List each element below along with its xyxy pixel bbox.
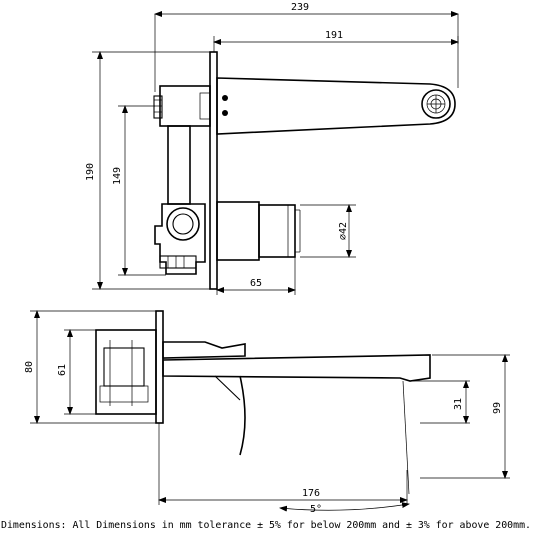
side-handle-lever	[162, 341, 246, 359]
side-view: 80 61 176 31 99 5°	[24, 310, 510, 515]
dim-handle-projection: 65	[250, 278, 262, 289]
handle	[258, 204, 296, 258]
mounting-hole	[222, 95, 228, 101]
dim-overall-height: 190	[85, 163, 96, 181]
valve-outlet-block	[159, 85, 211, 127]
valve-riser-pipe	[167, 125, 191, 205]
dim-spout-length: 191	[325, 30, 343, 41]
side-wall-plate	[155, 310, 164, 424]
side-valve-body	[95, 329, 157, 415]
valve-body	[154, 203, 206, 275]
mounting-hole	[222, 110, 228, 116]
tolerance-note: Dimensions: All Dimensions in mm toleran…	[1, 520, 531, 531]
dim-plate-height: 80	[24, 361, 35, 373]
dim-inlet-height: 149	[112, 167, 123, 185]
dim-body-height: 61	[57, 364, 68, 376]
top-view: 239 191 190 149 ⌀42 65	[85, 2, 459, 295]
dim-spout-angle: 5°	[310, 504, 322, 515]
side-spout	[162, 354, 431, 382]
dim-overall-length: 239	[291, 2, 309, 13]
dim-spout-projection: 176	[302, 488, 320, 499]
dim-overall-depth: 99	[492, 402, 503, 414]
handle-base	[216, 201, 260, 261]
wall-plate	[209, 51, 218, 290]
spout	[216, 77, 456, 135]
dim-spout-drop: 31	[453, 398, 464, 410]
spout-aerator	[421, 89, 451, 119]
dim-handle-diameter: ⌀42	[338, 222, 349, 240]
